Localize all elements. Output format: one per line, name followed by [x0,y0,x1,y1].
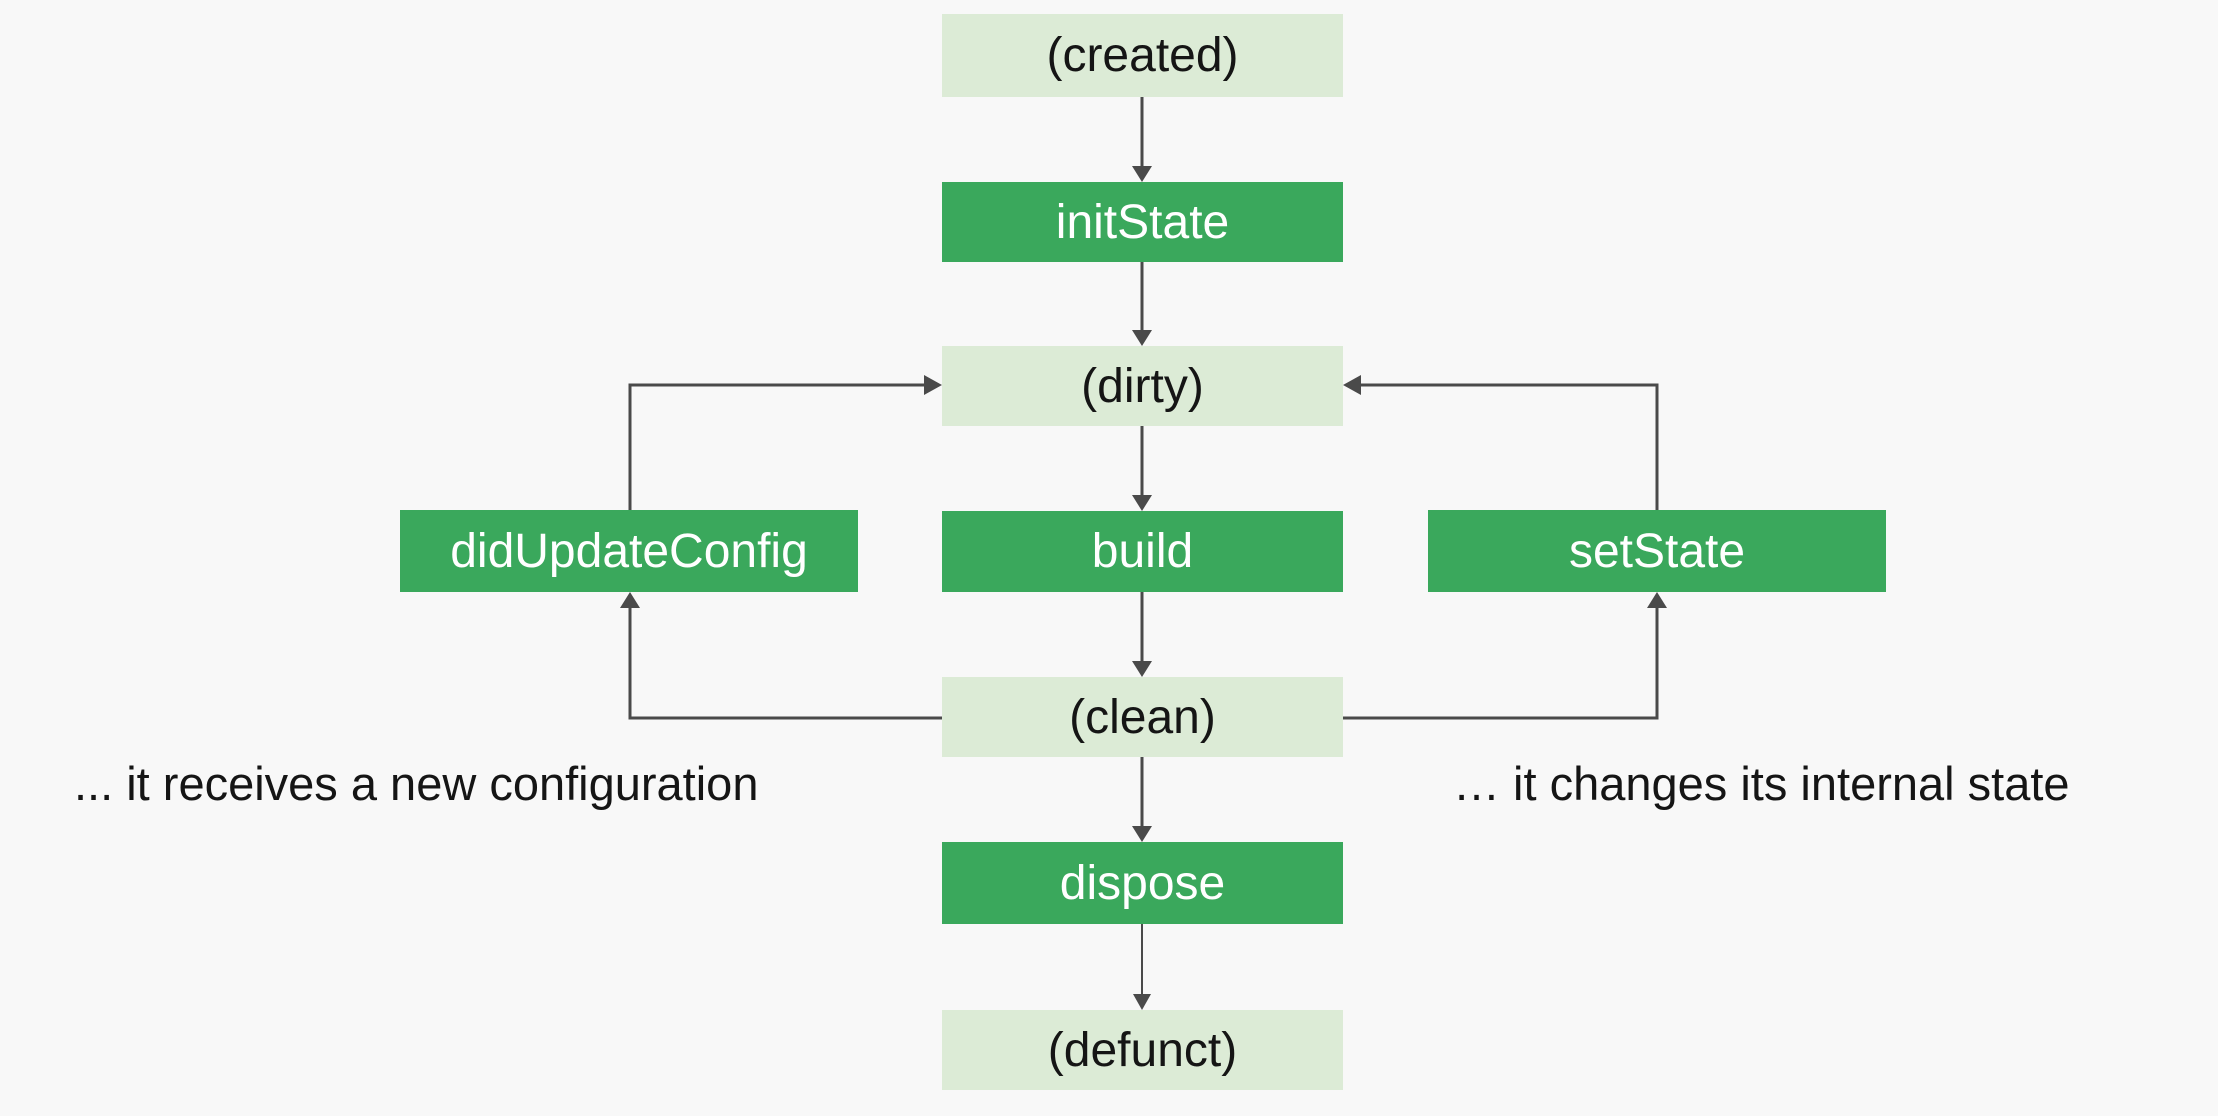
edge-clean-to-didupdateconfig [628,596,942,720]
arrowhead-defunct [1133,994,1151,1010]
arrowhead-dirty-left [924,375,942,395]
arrowhead-didupdateconfig [620,592,640,608]
node-created: (created) [942,14,1343,97]
edge-clean-to-setstate [1343,596,1659,720]
arrowhead-build [1132,495,1152,511]
node-setstate: setState [1428,510,1886,592]
arrowhead-initstate [1132,166,1152,182]
node-dirty: (dirty) [942,346,1343,426]
node-defunct: (defunct) [942,1010,1343,1090]
node-dispose: dispose [942,842,1343,924]
arrowhead-dirty [1132,330,1152,346]
caption-internal-state: … it changes its internal state [1453,757,2070,810]
arrowhead-clean [1132,661,1152,677]
node-didupdateconfig: didUpdateConfig [400,510,858,592]
arrowhead-setstate [1647,592,1667,608]
caption-new-configuration: ... it receives a new configuration [74,757,759,810]
node-clean: (clean) [942,677,1343,757]
arrowhead-dispose [1132,826,1152,842]
edge-setstate-to-dirty [1355,383,1659,510]
node-build: build [942,511,1343,592]
edge-didupdateconfig-to-dirty [628,383,930,510]
arrowhead-dirty-right [1343,375,1361,395]
node-initstate: initState [942,182,1343,262]
